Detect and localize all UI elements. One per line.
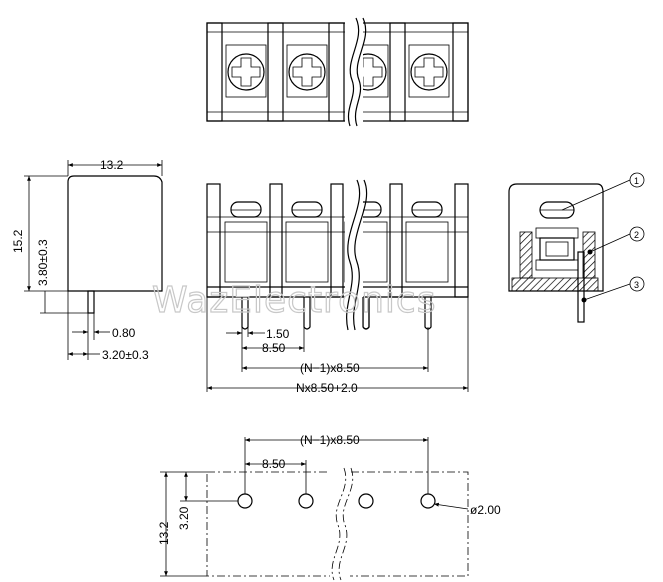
- side-pin-width-label: 0.80: [112, 326, 136, 340]
- front-pin-dim-label: 1.50: [266, 327, 290, 341]
- side-view: [24, 160, 163, 360]
- pcb-span-label: (N−1)x8.50: [300, 433, 360, 447]
- side-view-pin: [87, 290, 95, 314]
- front-span-label: (N−1)x8.50: [300, 361, 360, 375]
- side-pin-offset-label: 3.20±0.3: [102, 348, 149, 362]
- callout-3: [629, 276, 645, 292]
- callout-2: [629, 226, 645, 242]
- pcb-hole-offset-label: 3.20: [177, 506, 191, 530]
- callout-1-label: 1: [634, 176, 639, 186]
- callout-2-label: 2: [634, 230, 639, 240]
- front-view-barriers: [206, 183, 469, 298]
- top-view-outline: [206, 22, 469, 122]
- front-pitch-label: 8.50: [262, 341, 286, 355]
- top-view-screws: [225, 44, 450, 98]
- side-view-body: [67, 175, 163, 292]
- callout-3-label: 3: [634, 280, 639, 290]
- end-view-pin: [577, 251, 585, 323]
- pcb-height-label: 13.2: [157, 521, 171, 545]
- pcb-pitch-label: 8.50: [262, 457, 286, 471]
- pcb-hole-dia-label: ø2.00: [470, 503, 501, 517]
- side-pin-height-label: 3.80±0.3: [36, 239, 50, 286]
- pcb-layout: [160, 437, 469, 581]
- front-view-screws: [224, 201, 449, 283]
- end-view: [508, 172, 645, 323]
- front-view-break: [345, 179, 370, 331]
- top-view: [206, 17, 469, 127]
- watermark: WazElectronics: [152, 280, 436, 321]
- callout-1: [629, 172, 645, 188]
- top-view-break: [345, 17, 367, 127]
- side-width-label: 13.2: [100, 158, 124, 172]
- top-view-barriers: [206, 22, 469, 122]
- side-height-label: 15.2: [11, 229, 25, 253]
- pcb-break: [330, 467, 354, 581]
- front-overall-label: Nx8.50+2.0: [296, 381, 358, 395]
- front-view: [206, 179, 469, 392]
